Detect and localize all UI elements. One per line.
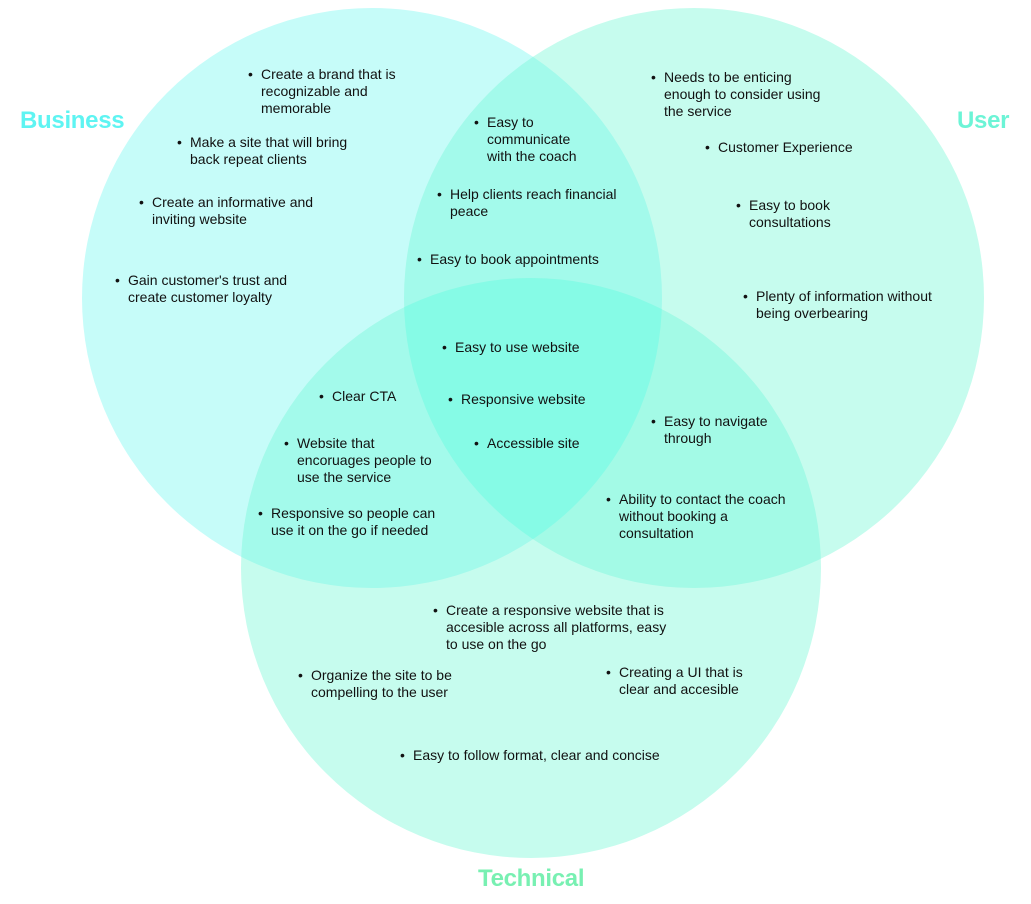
bullet-icon: • — [651, 413, 656, 429]
bullet-icon: • — [433, 602, 438, 618]
bullet-icon: • — [115, 272, 120, 288]
bullet-icon: • — [284, 435, 289, 451]
bullet-icon: • — [400, 747, 405, 763]
list-item: •Easy to navigate through — [651, 413, 768, 446]
list-item: •Website that encoruages people to use t… — [284, 435, 432, 485]
list-item: •Customer Experience — [705, 139, 853, 155]
list-item: •Easy to communicate with the coach — [474, 114, 577, 164]
bullet-icon: • — [743, 288, 748, 304]
bullet-icon: • — [606, 664, 611, 680]
bullet-icon: • — [139, 194, 144, 210]
list-item: •Easy to book consultations — [736, 197, 831, 230]
list-item: •Easy to use website — [442, 339, 580, 355]
bullet-icon: • — [736, 197, 741, 213]
bullet-icon: • — [258, 505, 263, 521]
list-item: •Easy to follow format, clear and concis… — [400, 747, 660, 763]
bullet-icon: • — [606, 491, 611, 507]
list-item: •Make a site that will bring back repeat… — [177, 134, 348, 167]
bullet-icon: • — [448, 391, 453, 407]
list-item: •Create a brand that is recognizable and… — [248, 66, 396, 116]
list-item: •Create an informative and inviting webs… — [139, 194, 314, 227]
business-label: Business — [20, 107, 125, 134]
technical-label: Technical — [478, 865, 585, 892]
list-item: •Accessible site — [474, 435, 580, 451]
list-item: •Responsive so people can use it on the … — [258, 505, 436, 538]
list-item: •Creating a UI that is clear and accesib… — [606, 664, 743, 697]
list-item: •Responsive website — [448, 391, 586, 407]
list-item: •Clear CTA — [319, 388, 397, 404]
bullet-icon: • — [319, 388, 324, 404]
list-item: •Create a responsive website that is acc… — [433, 602, 667, 652]
bullet-icon: • — [651, 69, 656, 85]
bullet-icon: • — [442, 339, 447, 355]
bullet-icon: • — [705, 139, 710, 155]
bullet-icon: • — [474, 114, 479, 130]
bullet-icon: • — [298, 667, 303, 683]
list-item: •Easy to book appointments — [417, 251, 599, 267]
bullet-icon: • — [437, 186, 442, 202]
bullet-icon: • — [474, 435, 479, 451]
list-item: •Needs to be enticing enough to consider… — [651, 69, 821, 119]
bullet-icon: • — [177, 134, 182, 150]
bullet-icon: • — [248, 66, 253, 82]
list-item: •Plenty of information without being ove… — [743, 288, 932, 321]
list-item: •Organize the site to be compelling to t… — [298, 667, 452, 700]
bullet-icon: • — [417, 251, 422, 267]
list-item: •Gain customer's trust and create custom… — [115, 272, 288, 305]
list-item: •Ability to contact the coach without bo… — [606, 491, 786, 541]
user-label: User — [957, 107, 1010, 134]
list-item: •Help clients reach financial peace — [437, 186, 617, 219]
